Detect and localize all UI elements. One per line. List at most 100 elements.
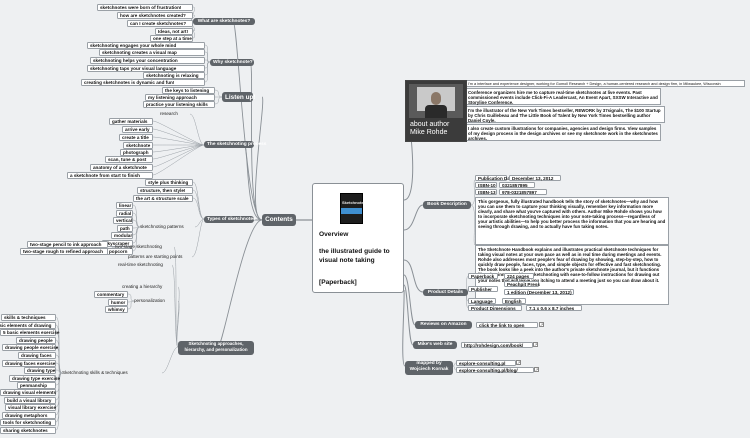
- list-item[interactable]: sketchnoting taps your visual language: [87, 65, 205, 73]
- isbn10-value: 0321857895: [499, 182, 535, 188]
- product-details-branch[interactable]: Product Details: [423, 289, 468, 296]
- list-item[interactable]: creating sketchnotes is dynamic and fun!: [81, 79, 205, 87]
- connector-line: [152, 128, 205, 146]
- two-stage-label: two-stage sketchnoting: [115, 244, 162, 249]
- connector-line: [194, 218, 205, 228]
- author-paragraph-3: I also create custom illustrations for c…: [465, 124, 661, 141]
- list-item[interactable]: path: [117, 225, 133, 233]
- connector-line: [232, 20, 263, 221]
- list-item[interactable]: whimsy: [105, 306, 128, 314]
- list-item[interactable]: skills & techniques: [1, 314, 56, 322]
- list-item[interactable]: drawing type exercise: [9, 375, 60, 383]
- book-description-branch[interactable]: Book Description: [423, 201, 471, 209]
- why-branch[interactable]: Why sketchnote?: [210, 59, 254, 66]
- hierarchy-label: creating a hierarchy: [122, 284, 163, 289]
- list-item[interactable]: 5 basic elements exercise: [0, 329, 59, 337]
- connector-line: [161, 346, 179, 374]
- language-value: English: [502, 298, 526, 304]
- list-item[interactable]: Ideas, not art!: [155, 28, 193, 36]
- contents-branch[interactable]: Contents: [262, 214, 296, 226]
- connector-line: [255, 96, 264, 221]
- patterns-label: sketchnoting patterns: [140, 224, 184, 229]
- isbn10-label: ISBN-10: [475, 182, 497, 188]
- paperback-value: 224 pages: [504, 273, 534, 279]
- dimensions-label: Product Dimensions: [468, 305, 522, 311]
- connector-line: [55, 372, 63, 431]
- list-item[interactable]: sketchnoting creates a visual map: [99, 49, 205, 57]
- list-item[interactable]: visual library exercise: [5, 404, 56, 412]
- list-item[interactable]: photograph: [120, 149, 153, 157]
- list-item[interactable]: gather materials: [109, 118, 153, 126]
- list-item[interactable]: build a visual library: [4, 397, 56, 405]
- list-item[interactable]: vertical: [113, 217, 133, 225]
- author-photo[interactable]: about author Mike Rohde: [405, 80, 467, 142]
- list-item[interactable]: sketchnotes were born of frustration!: [97, 4, 193, 12]
- list-item[interactable]: penmanship: [17, 382, 56, 390]
- list-item[interactable]: the art & structure scale: [133, 195, 193, 203]
- center-format: [Paperback]: [319, 279, 357, 286]
- list-item[interactable]: one step at a time: [150, 35, 193, 43]
- list-item[interactable]: can I create sketchnotes?: [127, 20, 193, 28]
- reviews-link[interactable]: click the link to open: [476, 322, 538, 328]
- list-item[interactable]: drawing faces: [18, 352, 56, 360]
- list-item[interactable]: arrive early: [122, 126, 153, 134]
- list-item[interactable]: commentary: [94, 291, 128, 299]
- mapped-link-1-icon[interactable]: ↗: [516, 360, 521, 365]
- process-branch[interactable]: The sketchnoting process: [204, 141, 266, 148]
- list-item[interactable]: the 5 basic elements of drawing: [0, 322, 56, 330]
- list-item[interactable]: structure, then style!: [137, 187, 193, 195]
- listen-branch[interactable]: Listen up!: [222, 92, 256, 102]
- connector-line: [132, 226, 141, 252]
- list-item[interactable]: linear: [116, 202, 133, 210]
- list-item[interactable]: sharing sketchnotes: [0, 427, 56, 435]
- isbn13-label: ISBN-13: [475, 189, 497, 195]
- list-item[interactable]: practice your listening skills: [143, 101, 215, 109]
- list-item[interactable]: drawing people exercise: [2, 344, 58, 352]
- book-cover-band: [341, 208, 362, 214]
- types-branch[interactable]: Types of sketchnotes: [204, 216, 256, 223]
- list-item[interactable]: drawing metaphors: [2, 412, 56, 420]
- list-item[interactable]: modular: [111, 232, 133, 240]
- mapped-link-2[interactable]: explore-consulting.pl/blog/: [456, 367, 534, 373]
- list-item[interactable]: my listening approach: [145, 94, 215, 102]
- book-cover-image: Sketchnote: [340, 193, 364, 224]
- personalization-label: personalization: [134, 298, 165, 303]
- what-branch[interactable]: What are sketchnotes?: [193, 18, 255, 25]
- list-item[interactable]: sketchnote: [123, 142, 153, 150]
- list-item[interactable]: radial: [116, 210, 133, 218]
- list-item[interactable]: the keys to listening: [162, 87, 215, 95]
- list-item[interactable]: a sketchnote from start to finish: [67, 172, 153, 180]
- website-link-icon[interactable]: ↗: [533, 342, 538, 347]
- list-item[interactable]: how are sketchnotes created?: [117, 12, 193, 20]
- mapped-link-2-icon[interactable]: ↗: [534, 367, 539, 372]
- connector-line: [192, 189, 205, 220]
- description-paragraph-1: This gorgeous, fully illustrated handboo…: [475, 197, 669, 245]
- list-item[interactable]: drawing visual elements: [0, 389, 56, 397]
- list-item[interactable]: scan, tune & post: [105, 156, 153, 164]
- author-paragraph-2: I'm the illustrator of the New York Time…: [465, 106, 665, 123]
- list-item[interactable]: drawing type: [24, 367, 56, 375]
- list-item[interactable]: drawing people: [16, 337, 56, 345]
- connector-line: [127, 300, 135, 310]
- website-branch[interactable]: Mike's web site: [413, 341, 457, 349]
- list-item[interactable]: humor: [108, 299, 128, 307]
- list-item[interactable]: sketchnoting helps your concentration: [90, 57, 205, 65]
- list-item[interactable]: create a title: [119, 134, 153, 142]
- list-item[interactable]: sketchnoting is relaxing: [143, 72, 205, 80]
- reviews-link-icon[interactable]: ↗: [539, 322, 544, 327]
- center-title-line1: the illustrated guide to: [319, 248, 390, 255]
- reviews-branch[interactable]: Reviews on Amazon: [415, 321, 472, 329]
- website-link[interactable]: http://rohdesign.com/book/: [461, 342, 533, 348]
- list-item[interactable]: style plus thinking: [145, 179, 193, 187]
- list-item[interactable]: two-stage rough to refined approach: [20, 248, 108, 256]
- connector-line: [403, 274, 416, 326]
- list-item[interactable]: sketchnoting engages your whole mind: [87, 42, 205, 50]
- list-item[interactable]: drawing faces exercise: [2, 360, 56, 368]
- mapped-link-1[interactable]: explore-consulting.pl: [456, 360, 516, 366]
- approaches-branch[interactable]: Sketchnoting approaches, hierarchy, and …: [178, 341, 254, 355]
- list-item[interactable]: tools for sketchnoting: [0, 419, 56, 427]
- list-item[interactable]: anatomy of a sketchnote: [90, 164, 153, 172]
- list-item[interactable]: two-stage pencil to ink approach: [27, 241, 108, 249]
- publication-date-label: Publication Date: [475, 175, 514, 181]
